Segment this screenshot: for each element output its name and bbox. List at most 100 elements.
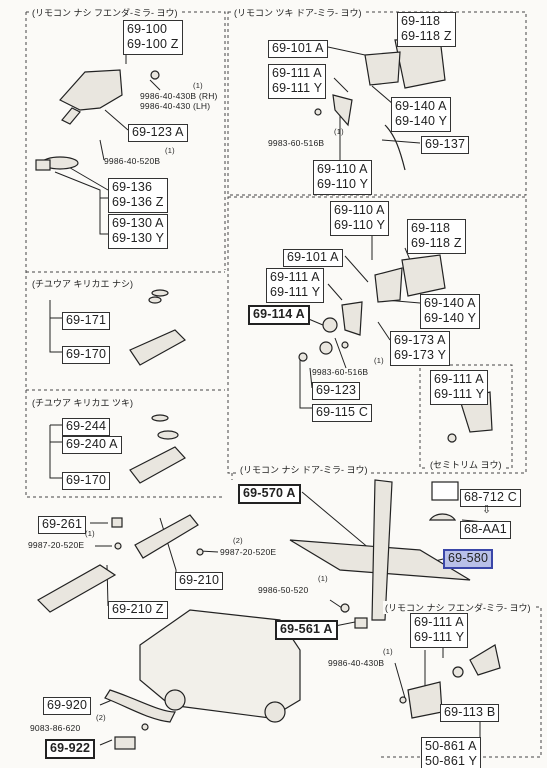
part-label-68-aa1[interactable]: 68-AA1 — [460, 521, 511, 539]
part-drawings — [35, 37, 501, 750]
section-header-door-no-remote: (リモコン ナシ ドア-ミラ- ヨウ) — [238, 463, 370, 476]
section-header-fender-no-remote: (リモコン ナシ フエンダ-ミラ- ヨウ) — [30, 6, 180, 19]
quantity: (2) — [96, 713, 106, 722]
section-header-fender-no-remote-b: (リモコン ナシ フエンダ-ミラ- ヨウ) — [383, 601, 533, 614]
part-number: 69-140 A — [395, 99, 447, 113]
part-label-69-173[interactable]: 69-173 A 69-173 Y — [390, 331, 451, 366]
part-label-69-118[interactable]: 69-118 69-118 Z — [397, 12, 456, 47]
quantity: (1) — [334, 127, 344, 136]
door-mirror-remote — [401, 254, 446, 297]
part-number: 69-140 Y — [424, 311, 477, 325]
quantity: (2) — [233, 536, 243, 545]
quantity: (1) — [165, 146, 175, 155]
frame-mid-right — [227, 196, 527, 474]
visor-lower-z — [37, 564, 117, 613]
part-number: 69-111 Y — [434, 387, 485, 401]
part-number: 69-140 Y — [395, 114, 448, 128]
part-label-69-561a[interactable]: 69-561 A — [275, 620, 338, 640]
part-number: 9986-40-520B — [104, 156, 161, 166]
part-label-69-113b[interactable]: 69-113 B — [440, 704, 500, 722]
part-number: 69-100 — [127, 22, 168, 36]
part-label-69-171[interactable]: 69-171 — [62, 312, 111, 330]
part-label-69-570a[interactable]: 69-570 A — [238, 484, 301, 504]
part-number: 69-173 A — [394, 333, 446, 347]
part-label-69-110[interactable]: 69-110 A 69-110 Y — [313, 160, 373, 195]
part-label-69-111[interactable]: 69-111 A 69-111 Y — [268, 64, 327, 99]
part-label-69-115c[interactable]: 69-115 C — [312, 404, 373, 422]
quantity: (1) — [318, 574, 328, 583]
part-number: 9083-86-620 — [30, 723, 81, 733]
part-label-69-240a[interactable]: 69-240 A — [62, 436, 122, 454]
part-number: 69-111 A — [272, 66, 322, 80]
part-number: 69-110 Y — [317, 177, 369, 191]
sun-visor-b — [129, 446, 186, 484]
part-number: 9983-60-516B — [312, 367, 369, 377]
part-label-69-170-b[interactable]: 69-170 — [62, 472, 111, 490]
part-label-69-261[interactable]: 69-261 — [38, 516, 87, 534]
frame-semi-trim — [419, 364, 513, 469]
section-header-semi-trim: (セミトリム ヨウ) — [428, 458, 504, 471]
arrow-down-icon: ⇩ — [482, 504, 492, 516]
part-label-69-110-b[interactable]: 69-110 A 69-110 Y — [330, 201, 390, 236]
part-label-69-114a[interactable]: 69-114 A — [248, 305, 310, 325]
part-label-69-922[interactable]: 69-922 — [45, 739, 96, 759]
part-label-69-140[interactable]: 69-140 A 69-140 Y — [391, 97, 452, 132]
part-label-69-920[interactable]: 69-920 — [43, 697, 92, 715]
fender-mirror — [59, 69, 123, 111]
part-label-69-170[interactable]: 69-170 — [62, 346, 111, 364]
part-number: 50-861 Y — [425, 754, 478, 768]
part-number: 69-111 Y — [272, 81, 323, 95]
part-label-68-712c[interactable]: 68-712 C — [460, 489, 522, 507]
part-number: 50-861 A — [425, 739, 477, 753]
section-header-visor-b: (チユウア キリカエ ツキ) — [30, 396, 135, 409]
part-label-69-580-highlighted[interactable]: 69-580 — [443, 549, 494, 569]
part-label-69-210[interactable]: 69-210 — [175, 572, 224, 590]
part-number: 69-110 Y — [334, 218, 386, 232]
part-label-69-118-b[interactable]: 69-118 69-118 Z — [407, 219, 466, 254]
part-number: 69-118 — [401, 14, 441, 28]
part-label-69-244[interactable]: 69-244 — [62, 418, 111, 436]
assist-grip — [104, 689, 176, 723]
part-number: 69-110 A — [334, 203, 385, 217]
part-number: 69-173 Y — [394, 348, 447, 362]
part-label-69-130[interactable]: 69-130 A 69-130 Y — [108, 214, 169, 249]
part-number: 69-110 A — [317, 162, 368, 176]
part-label-69-100[interactable]: 69-100 69-100 Z — [123, 20, 183, 55]
part-label-69-111-d[interactable]: 69-111 A 69-111 Y — [410, 613, 469, 648]
part-number: 69-118 Z — [411, 236, 462, 250]
quantity: (1) — [85, 529, 95, 538]
part-label-69-123a[interactable]: 69-123 A — [128, 124, 188, 142]
sun-visor-a — [129, 329, 186, 366]
part-number: 69-118 — [411, 221, 451, 235]
part-number: 9983-60-516B — [268, 138, 325, 148]
part-number: 69-140 A — [424, 296, 476, 310]
part-number: 9986-40-430B (RH) — [140, 91, 218, 101]
part-label-69-136[interactable]: 69-136 69-136 Z — [108, 178, 168, 213]
part-label-69-111-b[interactable]: 69-111 A 69-111 Y — [266, 268, 325, 303]
part-number: 69-118 Z — [401, 29, 452, 43]
part-label-69-137[interactable]: 69-137 — [421, 136, 470, 154]
part-label-69-140-b[interactable]: 69-140 A 69-140 Y — [420, 294, 481, 329]
quantity: (1) — [193, 81, 203, 90]
part-number: 9986-40-430B — [328, 658, 385, 668]
part-number: 9987-20-520E — [28, 540, 85, 550]
section-header-door-remote: (リモコン ツキ ドア-ミラ- ヨウ) — [232, 6, 364, 19]
part-label-69-101a-b[interactable]: 69-101 A — [283, 249, 343, 267]
part-label-69-111-c[interactable]: 69-111 A 69-111 Y — [430, 370, 489, 405]
part-number: 69-130 Y — [112, 231, 165, 245]
part-label-50-861[interactable]: 50-861 A 50-861 Y — [421, 737, 482, 768]
part-number: 9986-40-430 (LH) — [140, 101, 211, 111]
section-header-visor-a: (チユウア キリカエ ナシ) — [30, 277, 135, 290]
part-label-69-123[interactable]: 69-123 — [312, 382, 361, 400]
part-number: 69-136 — [112, 180, 153, 194]
part-number: 69-100 Z — [127, 37, 179, 51]
part-label-69-210z[interactable]: 69-210 Z — [108, 601, 168, 619]
quantity: (1) — [383, 647, 393, 656]
part-label-69-101a[interactable]: 69-101 A — [268, 40, 328, 58]
part-number: 69-111 A — [414, 615, 464, 629]
part-number: 69-111 A — [434, 372, 484, 386]
part-number: 69-130 A — [112, 216, 164, 230]
part-number: 69-111 Y — [270, 285, 321, 299]
